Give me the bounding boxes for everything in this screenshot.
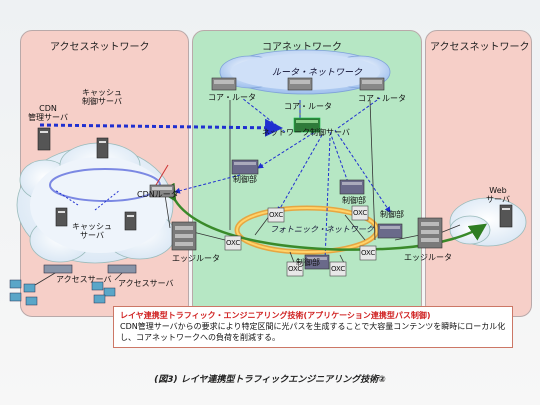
cdn-request-path (39, 118, 283, 137)
oxc-label-2: OXC (353, 209, 368, 217)
photonic-network-label: フォトニック・ネットワーク (270, 225, 374, 234)
control-unit-3 (377, 223, 403, 239)
edge-router-left-label: エッジルータ (172, 254, 220, 263)
figure-caption: (図3) レイヤ連携型トラフィックエンジニアリング技術② (154, 375, 386, 385)
network-control-server (293, 117, 321, 133)
edge-router-left (171, 221, 197, 251)
oxc-label-6: OXC (331, 265, 346, 273)
control-unit-1-label: 制御部 (233, 175, 257, 184)
router-network-label: ルータ・ネットワーク (272, 68, 363, 78)
core-router-3 (359, 77, 385, 91)
edge-router-right (417, 217, 443, 249)
cache-server-label: キャッシュサーバ (72, 222, 112, 240)
cdn-management-server (37, 127, 51, 151)
oxc-label-5: OXC (288, 265, 303, 273)
oxc-label-1: OXC (269, 211, 284, 219)
router-network-cloud (219, 49, 391, 95)
callout-body: CDN管理サーバからの要求により特定区間に光パスを生成することで大容量コンテンツ… (120, 322, 506, 342)
control-unit-2 (339, 179, 365, 195)
oxc-label-3: OXC (226, 239, 241, 247)
core-router-2-label: コア・ルータ (284, 102, 332, 111)
cache-server-1 (55, 207, 68, 227)
web-server (499, 204, 513, 228)
access-server-1 (43, 264, 73, 274)
edge-router-right-label: エッジルータ (404, 253, 452, 262)
access-cloud-right (449, 197, 527, 247)
cdn-router-label: CDNルータ (137, 190, 179, 199)
network-control-server-label: ネットワーク制御サーバ (262, 128, 350, 137)
left-panel-title: アクセスネットワーク (50, 42, 150, 53)
right-panel-title: アクセスネットワーク (430, 42, 530, 53)
control-unit-1 (231, 159, 259, 175)
cache-server-2 (124, 211, 137, 231)
access-server-2-label: アクセスサーバ (118, 279, 174, 288)
access-cloud-left (16, 142, 176, 264)
control-unit-4-label: 制御部 (296, 258, 320, 267)
oxc-nodes (224, 205, 377, 277)
cache-control-server (96, 137, 109, 159)
control-unit-2-label: 制御部 (342, 196, 366, 205)
access-server-1-label: アクセスサーバ (56, 275, 112, 284)
description-callout: レイヤ連携型トラフィック・エンジニアリング技術(アプリケーション連携型パス制御)… (113, 306, 513, 348)
cache-control-server-label: キャッシュ制御サーバ (82, 88, 122, 106)
control-unit-4 (304, 254, 330, 270)
center-panel-title: コアネットワーク (262, 42, 342, 53)
oxc-label-4: OXC (361, 249, 376, 257)
core-router-1 (211, 77, 237, 91)
control-unit-3-label: 制御部 (380, 210, 404, 219)
access-server-2 (107, 264, 137, 274)
core-router-1-label: コア・ルータ (208, 93, 256, 102)
cdn-router (149, 184, 175, 198)
core-router-3-label: コア・ルータ (358, 94, 406, 103)
callout-title: レイヤ連携型トラフィック・エンジニアリング技術(アプリケーション連携型パス制御) (120, 311, 431, 320)
client-terminals (9, 279, 116, 306)
core-router-2 (287, 77, 313, 91)
